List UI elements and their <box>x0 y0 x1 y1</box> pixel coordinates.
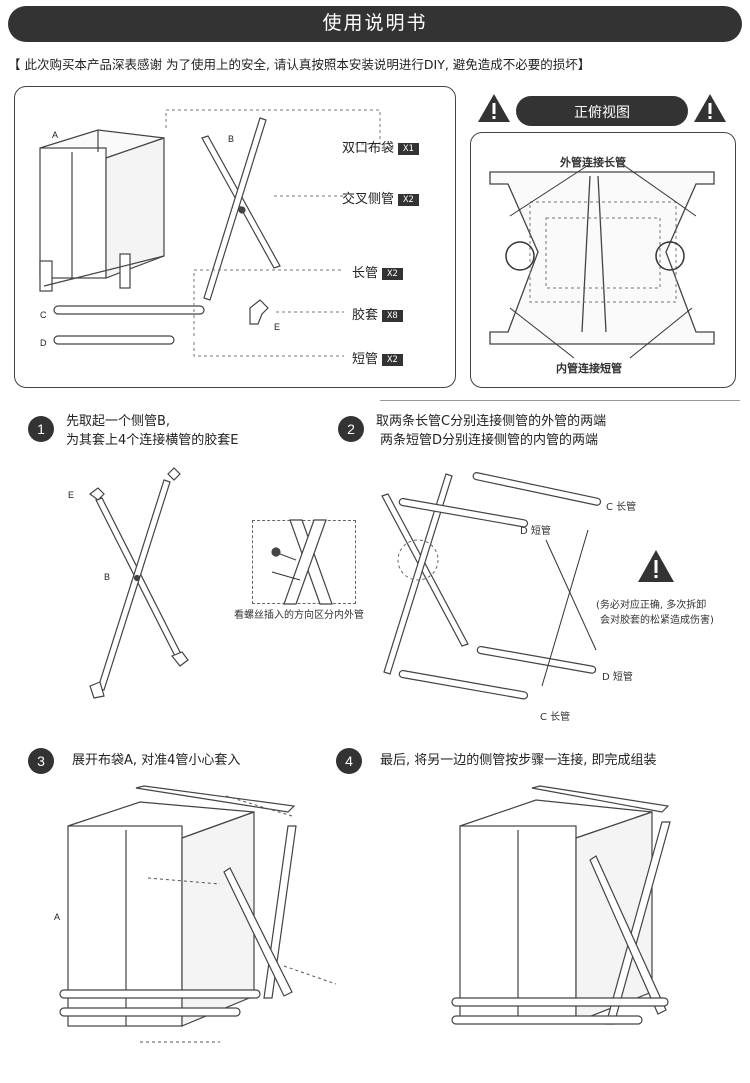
letter-d: D <box>520 526 528 537</box>
long-tube-label: 长管 <box>550 712 571 723</box>
screw-detail-box <box>252 520 356 604</box>
part-letter-c: C <box>40 310 47 320</box>
short-tube-label: 短管 <box>530 526 551 537</box>
step-2-drawing <box>381 472 602 700</box>
part-qty-badge: X2 <box>382 353 403 366</box>
parts-panel <box>14 86 456 388</box>
step-3-letter-a: A <box>54 912 61 922</box>
notice-text: 【 此次购买本产品深表感谢 为了使用上的安全, 请认真按照本安装说明进行DIY,… <box>8 57 591 72</box>
part-name: 长管 <box>352 266 379 281</box>
step-2-line-1: 取两条长管C分别连接侧管的外管的两端 <box>376 414 607 429</box>
step-2-line-2: 两条短管D分别连接侧管的内管的两端 <box>380 433 599 448</box>
part-qty-badge: X8 <box>382 309 403 322</box>
outer-connect-label: 外管连接长管 <box>560 156 626 169</box>
step-2-c-bottom: C 长管 <box>540 708 570 723</box>
part-name: 短管 <box>352 352 379 367</box>
part-qty-badge: X2 <box>398 193 419 206</box>
top-view-panel <box>470 132 736 388</box>
warning-icon-right <box>694 94 726 122</box>
step-1-letter-e: E <box>68 490 75 500</box>
part-name: 双口布袋 <box>342 141 395 156</box>
step-2-c-top: C 长管 <box>606 498 636 513</box>
top-view-drawing <box>489 163 715 359</box>
part-letter-b: B <box>228 134 235 144</box>
part-name: 胶套 <box>352 308 379 323</box>
step-3-drawing <box>59 785 337 1043</box>
step-2-warning-line-1: (务必对应正确, 多次拆卸 <box>596 600 707 611</box>
part-name: 交叉侧管 <box>342 192 395 207</box>
page-title: 使用说明书 <box>322 12 428 34</box>
long-tube-label: 长管 <box>616 502 637 513</box>
step-3-line-1: 展开布袋A, 对准4管小心套入 <box>72 753 241 768</box>
part-letter-d: D <box>40 338 47 348</box>
short-tube-label: 短管 <box>612 672 633 683</box>
step-3-number: 3 <box>28 748 54 774</box>
short-tube-d-drawing <box>53 335 175 345</box>
step-1-line-2: 为其套上4个连接横管的胶套E <box>66 433 239 448</box>
part-qty-badge: X1 <box>398 142 419 155</box>
inner-connect-label: 内管连接短管 <box>556 362 622 375</box>
part-qty-badge: X2 <box>382 267 403 280</box>
cross-tube-b-drawing <box>201 117 281 301</box>
step-4-line-1: 最后, 将另一边的侧管按步骤一连接, 即完成组装 <box>380 753 657 768</box>
part-letter-e: E <box>274 322 281 332</box>
letter-c: C <box>606 502 613 513</box>
elbow-e-drawing <box>249 299 269 325</box>
letter-c: C <box>540 712 547 723</box>
top-view-title: 正俯视图 <box>574 105 630 121</box>
step-2-number: 2 <box>338 416 364 442</box>
step-4-drawing <box>451 785 671 1025</box>
step-1-letter-b: B <box>104 572 111 582</box>
step-4-number: 4 <box>336 748 362 774</box>
top-view-title-bar <box>516 96 688 126</box>
part-letter-a: A <box>52 130 59 140</box>
title-bar <box>8 6 742 42</box>
bag-a-drawing <box>39 129 165 292</box>
step-2-warning-icon <box>638 550 674 582</box>
step-2-warning-line-2: 会对胶套的松紧造成伤害) <box>600 615 714 626</box>
parts-illustration <box>39 109 381 357</box>
step-1-drawing <box>89 467 189 699</box>
long-tube-c-drawing <box>53 305 205 315</box>
screw-detail-drawing <box>271 519 333 605</box>
section-divider <box>380 400 740 401</box>
step-2-d-bottom: D 短管 <box>602 668 633 683</box>
letter-d: D <box>602 672 610 683</box>
step-1-line-1: 先取起一个侧管B, <box>66 414 171 429</box>
warning-icon-left <box>478 94 510 122</box>
step-2-d-top: D 短管 <box>520 522 551 537</box>
step-1-number: 1 <box>28 416 54 442</box>
screw-note: 看螺丝插入的方向区分内外管 <box>234 610 364 621</box>
